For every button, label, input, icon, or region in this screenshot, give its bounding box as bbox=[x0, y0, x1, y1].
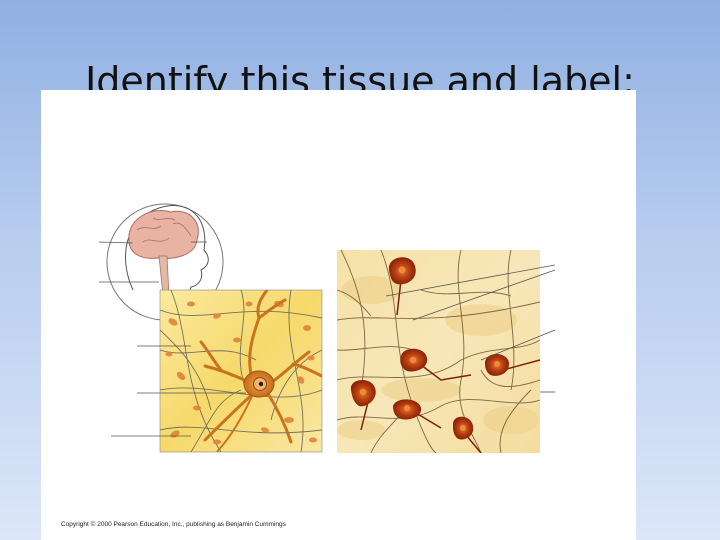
figure-illustration bbox=[98, 203, 556, 453]
copyright-notice: Copyright © 2000 Pearson Education, Inc.… bbox=[61, 521, 286, 528]
nervous-tissue-micrograph-icon bbox=[337, 250, 556, 453]
figure-panel: Copyright © 2000 Pearson Education, Inc.… bbox=[41, 90, 636, 540]
neuron-diagram-icon bbox=[111, 289, 323, 453]
